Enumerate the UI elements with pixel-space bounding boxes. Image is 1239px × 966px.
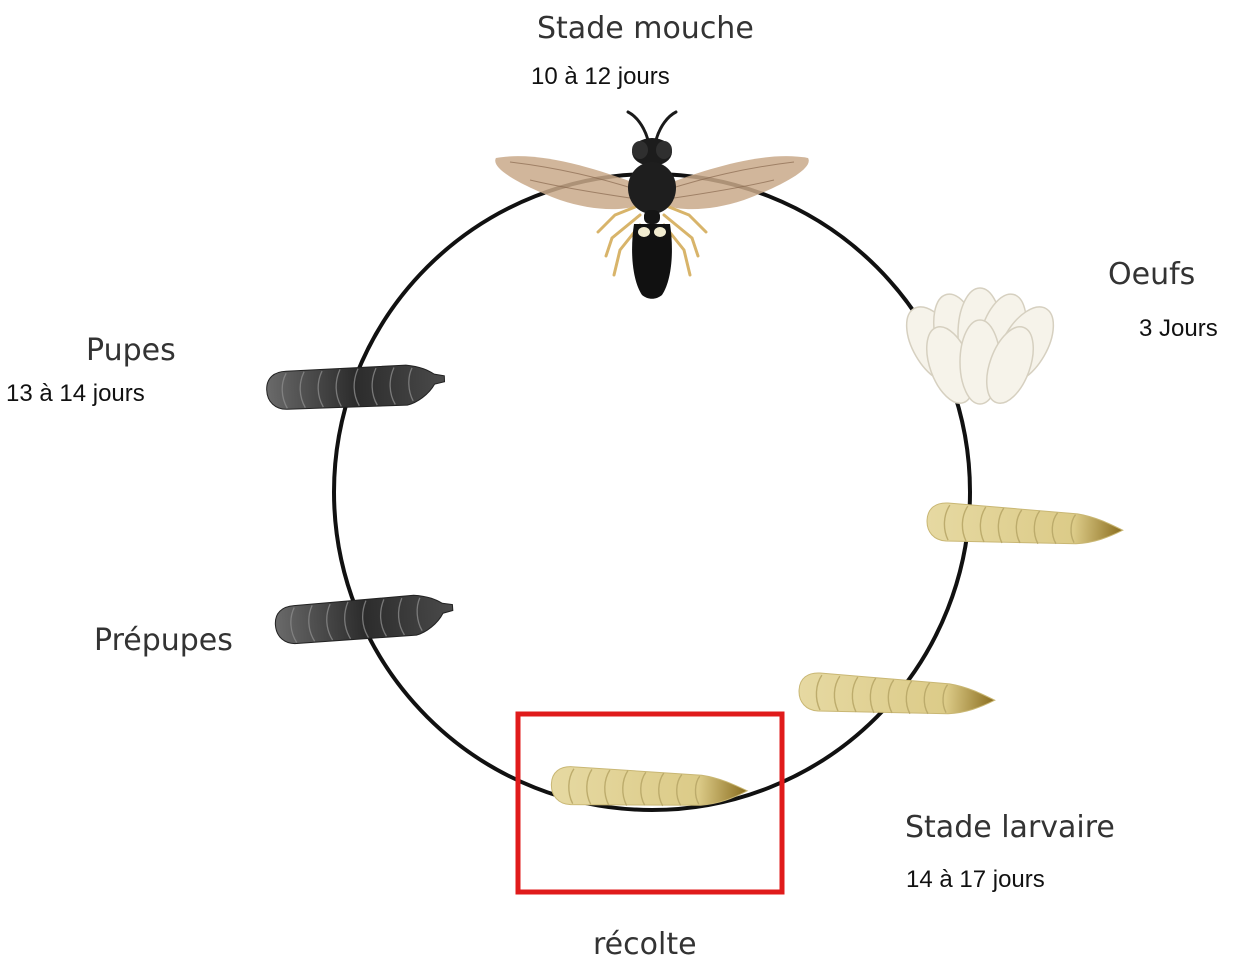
pupae-stage-duration: 13 à 14 jours	[6, 382, 145, 406]
eggs-stage-label: Oeufs	[1108, 260, 1195, 290]
larva-icon	[926, 502, 1124, 550]
prepupae-stage-label: Prépupes	[94, 626, 233, 656]
larva-stage-label: Stade larvaire	[905, 813, 1115, 843]
harvest-label: récolte	[593, 930, 697, 960]
eggs-stage-duration: 3 Jours	[1139, 317, 1218, 341]
prepupa-icon	[274, 593, 454, 645]
larva-icon	[798, 672, 996, 720]
fly-stage-duration: 10 à 12 jours	[531, 65, 670, 89]
egg-cluster-icon	[895, 288, 1065, 409]
pupa-icon	[266, 364, 445, 410]
fly-icon	[495, 112, 809, 299]
fly-stage-label: Stade mouche	[537, 14, 754, 44]
larva-stage-duration: 14 à 17 jours	[906, 868, 1045, 892]
pupae-stage-label: Pupes	[86, 336, 176, 366]
